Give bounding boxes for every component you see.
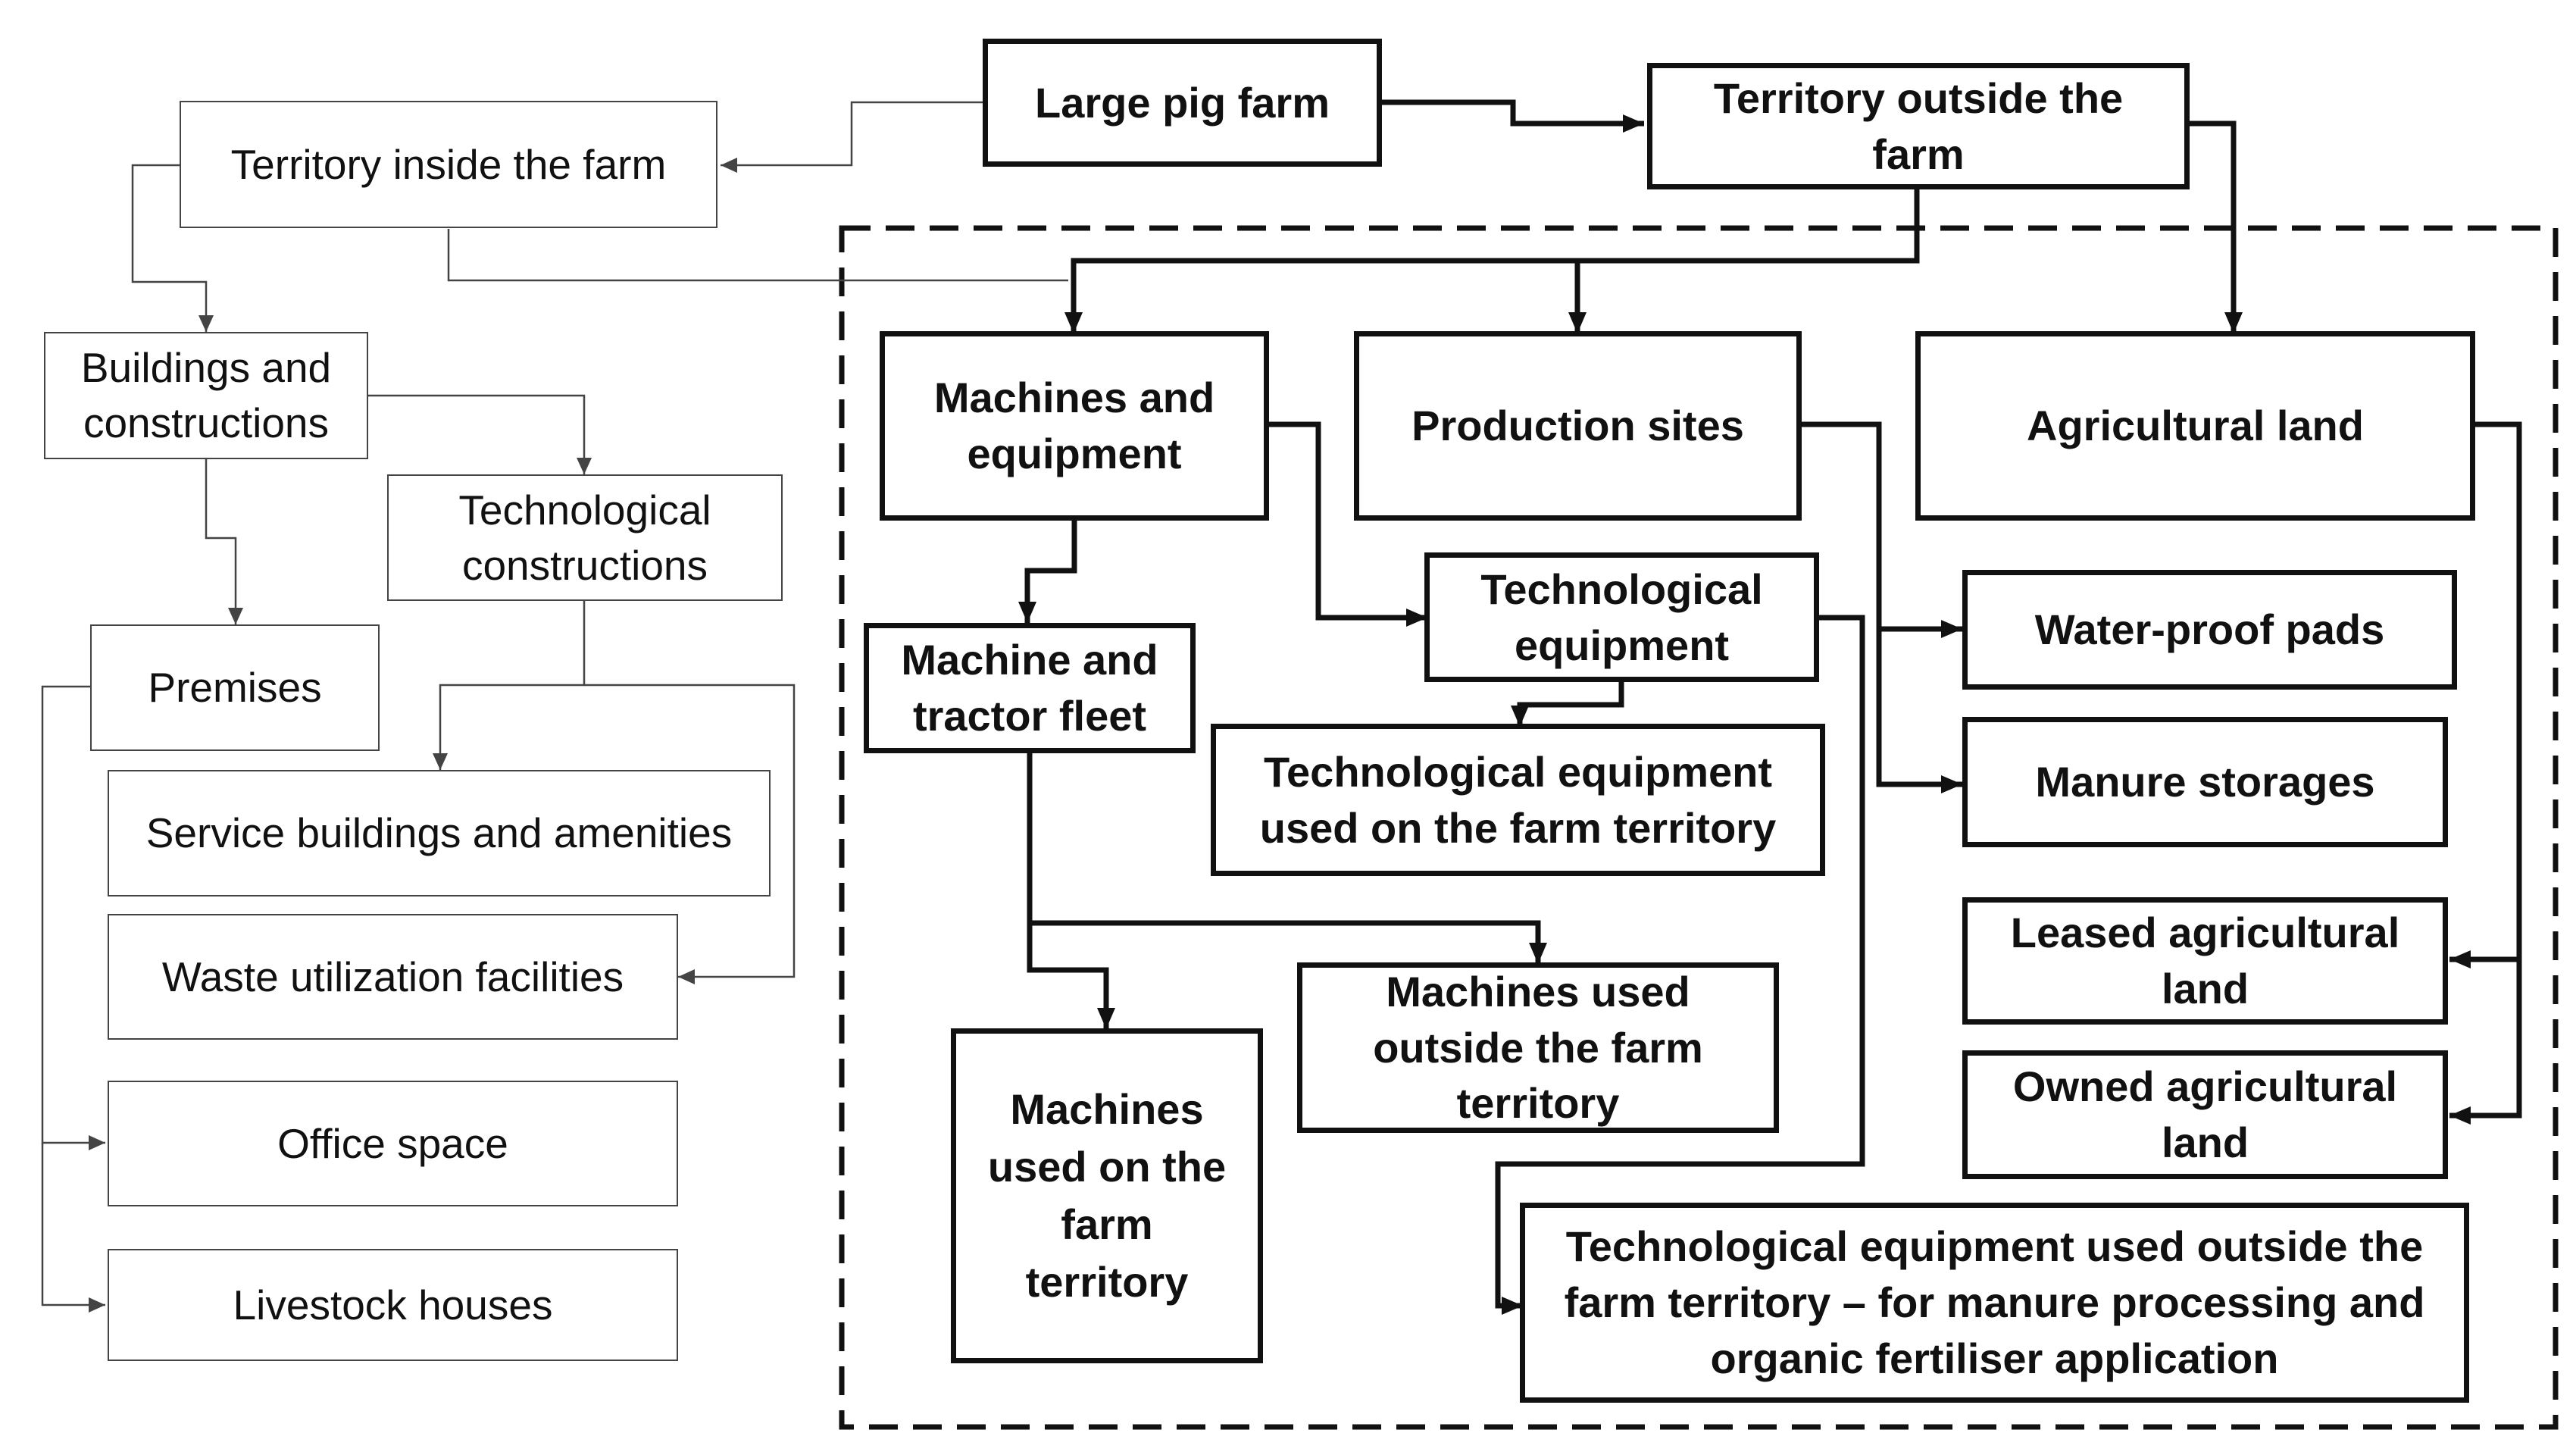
machines-on-farm-box: Machines used on the farm territory <box>951 1028 1263 1363</box>
tech-equipment-on-farm-box: Technological equipment used on the farm… <box>1211 724 1825 876</box>
connector-tech-constructions-to-waste <box>584 684 796 984</box>
livestock-houses-box: Livestock houses <box>108 1249 678 1361</box>
premises-box: Premises <box>90 624 380 751</box>
connector-production-to-water-pads <box>1799 421 1962 638</box>
waste-facilities-box: Waste utilization facilities <box>108 914 678 1040</box>
connector-farm-to-inside <box>721 101 985 173</box>
connector-inside-to-machines <box>447 229 1068 282</box>
connector-machines-to-tech-equipment <box>1267 421 1427 627</box>
machine-tractor-fleet-box: Machine and tractor fleet <box>864 623 1196 753</box>
connector-tech-equipment-to-on-farm <box>1511 681 1624 727</box>
large-pig-farm-box: Large pig farm <box>983 39 1382 167</box>
tech-constructions-box: Technological constructions <box>387 474 783 601</box>
connector-outside-to-machines <box>1064 188 1920 333</box>
connector-buildings-to-premises <box>205 458 243 624</box>
connector-tech-equipment-to-outside <box>1495 615 1865 1315</box>
connector-premises-to-livestock <box>41 1143 105 1313</box>
connector-agricultural-to-leased <box>2449 421 2522 968</box>
production-sites-box: Production sites <box>1354 331 1802 521</box>
tech-equipment-box: Technological equipment <box>1424 552 1819 682</box>
connector-agricultural-to-owned <box>2449 959 2522 1125</box>
connector-inside-to-buildings <box>131 164 214 332</box>
connector-fleet-branch-right <box>1027 752 1547 964</box>
connector-production-to-manure-storages <box>1876 629 1962 793</box>
connector-premises-to-office <box>41 685 105 1150</box>
tech-equipment-outside-box: Technological equipment used outside the… <box>1520 1203 2469 1403</box>
connector-tech-constructions-to-service <box>433 600 586 770</box>
connector-outside-to-agricultural <box>2187 120 2243 333</box>
service-buildings-box: Service buildings and amenities <box>108 770 771 896</box>
machines-equipment-box: Machines and equipment <box>880 331 1269 521</box>
connector-fleet-to-machines-on-farm <box>1027 923 1115 1029</box>
owned-land-box: Owned agricultural land <box>1962 1050 2448 1179</box>
agricultural-land-box: Agricultural land <box>1915 331 2475 521</box>
outside-territory-dashed-frame <box>839 225 2559 1430</box>
territory-inside-box: Territory inside the farm <box>180 101 717 228</box>
machines-outside-box: Machines used outside the farm territory <box>1297 962 1779 1133</box>
territory-outside-box: Territory outside the farm <box>1647 63 2190 189</box>
connector-farm-to-outside <box>1380 99 1644 133</box>
connector-buildings-to-tech-constructions <box>368 394 592 474</box>
buildings-box: Buildings and constructions <box>44 332 368 459</box>
leased-land-box: Leased agricultural land <box>1962 897 2448 1025</box>
manure-storages-box: Manure storages <box>1962 717 2448 847</box>
connector-machines-to-fleet <box>1018 520 1077 623</box>
office-space-box: Office space <box>108 1081 678 1206</box>
water-proof-pads-box: Water-proof pads <box>1962 570 2457 690</box>
